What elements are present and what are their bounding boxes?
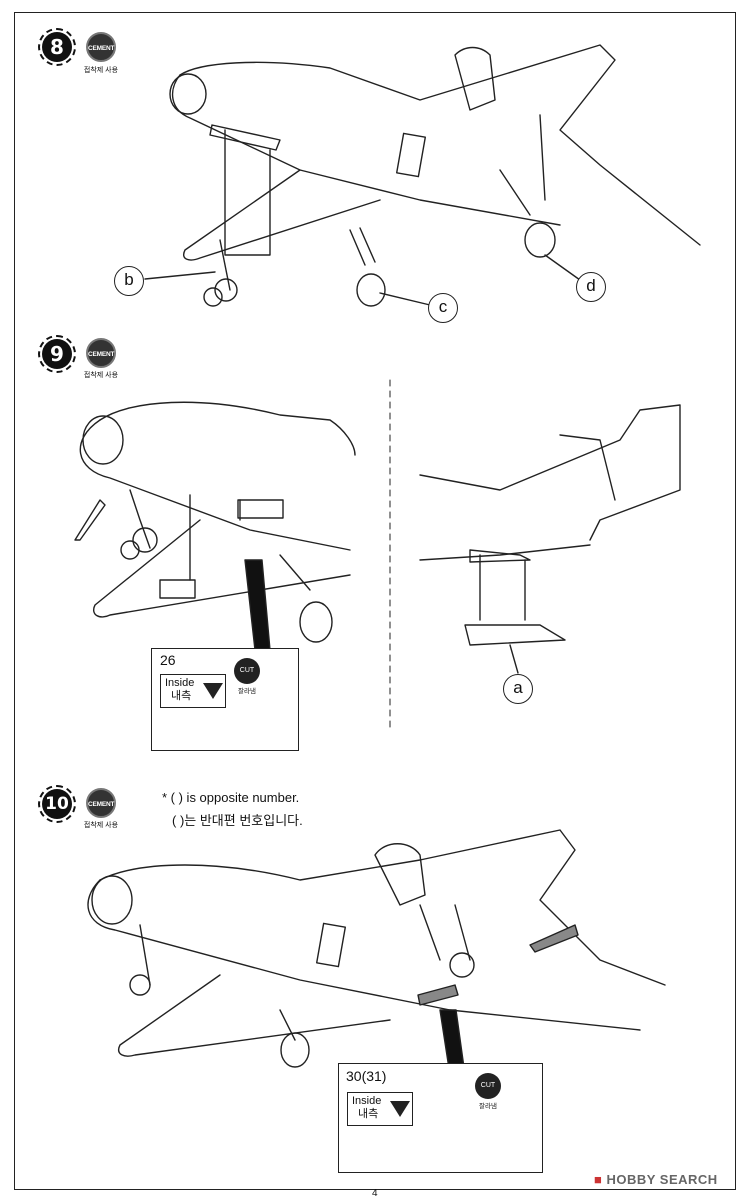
cement-icon: CEMENT bbox=[86, 32, 116, 62]
cut-sub-label: 잘라냄 bbox=[238, 688, 256, 695]
inside-label-en: Inside bbox=[165, 677, 195, 689]
cement-icon: CEMENT bbox=[86, 338, 116, 368]
detail-box-part-30-31 bbox=[338, 1063, 543, 1173]
opposite-number-note-ko: ( )는 반대편 번호입니다. bbox=[172, 813, 303, 828]
hobby-search-watermark: ■ HOBBY SEARCH bbox=[594, 1172, 718, 1187]
callout-d: d bbox=[576, 272, 606, 302]
step-10-number: 10 bbox=[38, 785, 76, 823]
callout-c: c bbox=[428, 293, 458, 323]
step-10-number-text: 10 bbox=[42, 789, 72, 819]
page-number: 4 bbox=[372, 1188, 378, 1199]
watermark-text: HOBBY SEARCH bbox=[606, 1172, 718, 1187]
inside-label-ko: 내측 bbox=[358, 1108, 379, 1120]
inside-label-en: Inside bbox=[352, 1095, 382, 1107]
step10-aircraft bbox=[87, 829, 666, 1076]
detail-part-number: 26 bbox=[160, 652, 176, 668]
warning-icon bbox=[203, 683, 223, 699]
cement-sub-label: 접착제 사용 bbox=[83, 67, 119, 74]
inside-label-box: Inside 내측 bbox=[347, 1092, 413, 1126]
step-9-number-text: 9 bbox=[42, 339, 72, 369]
detail-part-number: 30(31) bbox=[346, 1068, 387, 1084]
callout-b: b bbox=[114, 266, 144, 296]
step-8-number: 8 bbox=[38, 28, 76, 66]
cement-sub-label: 접착제 사용 bbox=[83, 822, 119, 829]
hobby-search-logo-icon: ■ bbox=[594, 1172, 607, 1187]
cut-icon: CUT bbox=[234, 658, 260, 684]
opposite-number-note-en: * ( ) is opposite number. bbox=[162, 790, 300, 805]
callout-a: a bbox=[503, 674, 533, 704]
step-9-number: 9 bbox=[38, 335, 76, 373]
cut-icon: CUT bbox=[475, 1073, 501, 1099]
step8-aircraft bbox=[144, 44, 701, 307]
inside-label-ko: 내측 bbox=[171, 690, 192, 702]
cement-icon: CEMENT bbox=[86, 788, 116, 818]
instruction-page-frame bbox=[14, 12, 736, 1190]
step-8-number-text: 8 bbox=[42, 32, 72, 62]
warning-icon bbox=[390, 1101, 410, 1117]
step9-left-aircraft bbox=[74, 401, 356, 651]
cement-sub-label: 접착제 사용 bbox=[83, 372, 119, 379]
inside-label-box: Inside 내측 bbox=[160, 674, 226, 708]
cut-sub-label: 잘라냄 bbox=[479, 1103, 497, 1110]
step9-right-aircraft bbox=[419, 404, 681, 674]
